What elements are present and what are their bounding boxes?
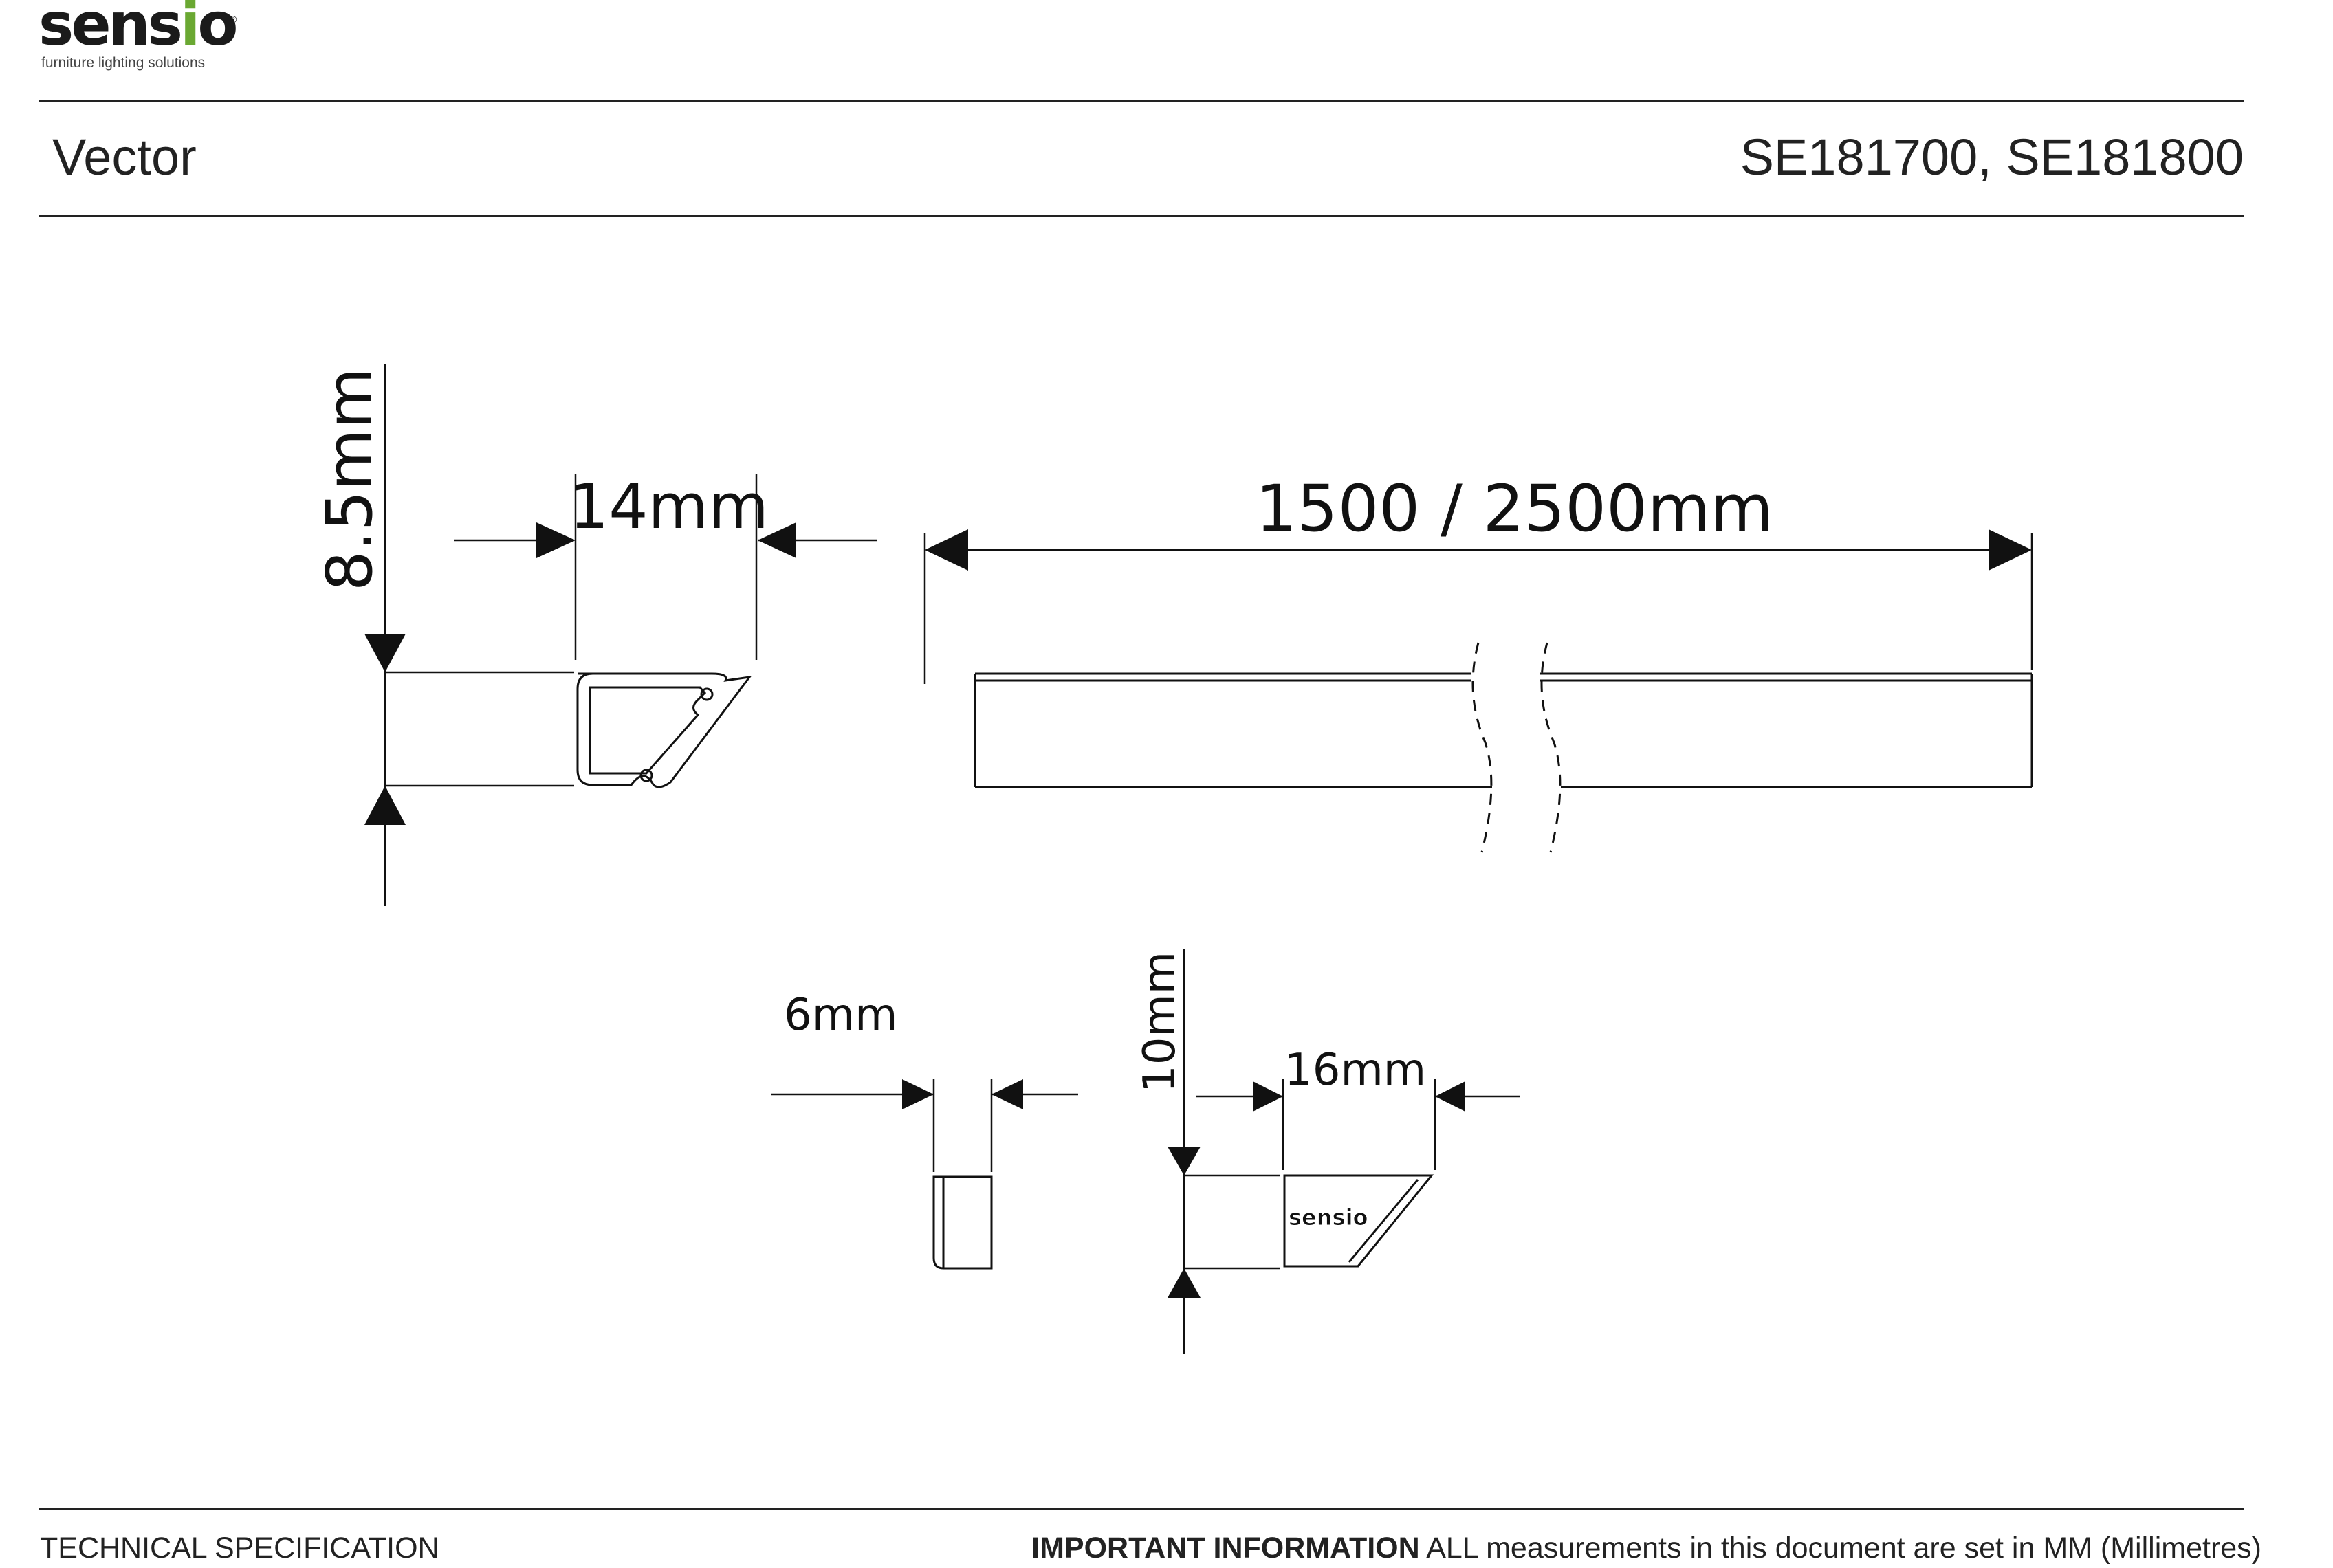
footer-notice: IMPORTANT INFORMATION ALL measurements i… <box>1031 1532 2261 1565</box>
endcap-logo: sensio <box>1289 1204 1368 1230</box>
endcap-side-view <box>932 1175 993 1270</box>
registered-mark: ® <box>230 14 237 25</box>
profile-length-label: 1500 / 2500mm <box>1256 472 1773 546</box>
footer-notice-text: ALL measurements in this document are se… <box>1426 1532 2261 1565</box>
endcap-thickness-label: 6mm <box>784 990 897 1041</box>
profile-arrowheads <box>364 522 796 825</box>
logo-wordmark: sensio <box>39 0 239 59</box>
endcap-dimension-lines <box>1183 949 1520 1354</box>
profile-side-view <box>974 642 2033 853</box>
footer-notice-label: IMPORTANT INFORMATION <box>1031 1532 1420 1565</box>
profile-cross-section <box>576 672 752 788</box>
logo-tagline: furniture lighting solutions <box>41 55 206 71</box>
endcap-height-label: 10mm <box>1135 951 1185 1093</box>
product-codes: SE181700, SE181800 <box>1740 129 2244 186</box>
footer-section-label: TECHNICAL SPECIFICATION <box>40 1532 439 1565</box>
footer-rule <box>39 1508 2244 1510</box>
profile-dimension-lines <box>384 364 877 906</box>
sensio-logo: sensio ® furniture lighting solutions <box>39 0 259 76</box>
endcap-thickness-arrowheads <box>902 1079 1023 1109</box>
length-dimension-lines <box>923 533 2033 684</box>
profile-width-label: 14mm <box>569 471 769 543</box>
header-top-rule <box>39 100 2244 102</box>
endcap-width-label: 16mm <box>1284 1045 1426 1096</box>
product-name: Vector <box>52 129 197 186</box>
endcap-front-view <box>1283 1174 1434 1268</box>
length-arrowheads <box>925 529 2032 571</box>
profile-height-label: 8.5mm <box>313 367 386 591</box>
header-bottom-rule <box>39 215 2244 217</box>
endcap-arrowheads <box>1168 1081 1465 1298</box>
